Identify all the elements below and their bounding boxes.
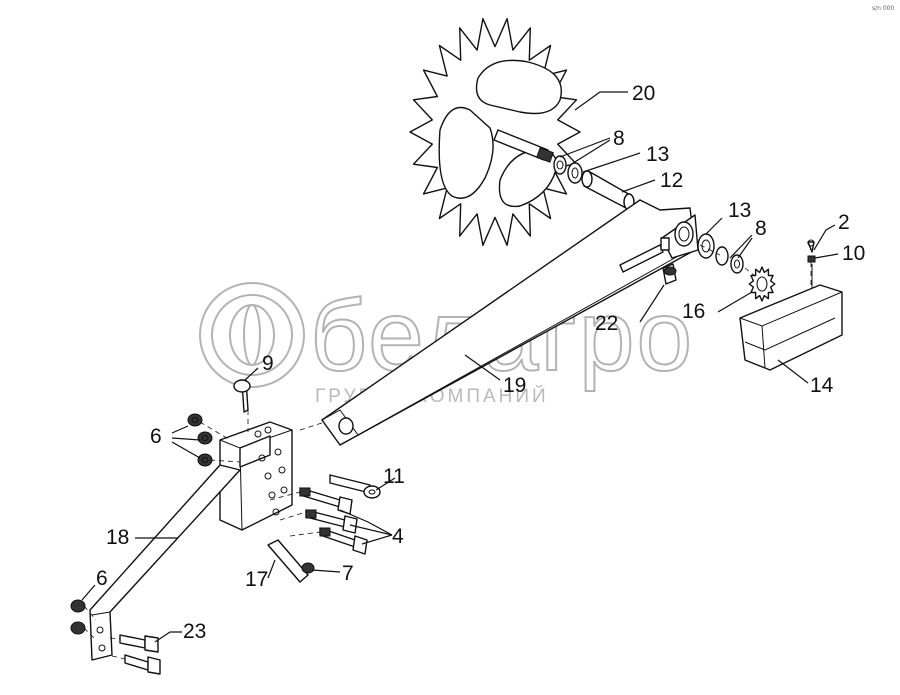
clip-10 <box>807 255 816 263</box>
callout-23: 23 <box>183 620 206 643</box>
guard-14 <box>739 239 843 371</box>
pin-2 <box>807 241 815 253</box>
nuts-6 <box>187 413 213 467</box>
callout-9: 9 <box>262 352 274 375</box>
wheel-hub-parts <box>553 155 635 211</box>
callout-13-right: 13 <box>728 199 751 222</box>
bracket-17 <box>267 539 315 583</box>
bolts-23 <box>119 634 161 675</box>
axle-thread <box>536 147 554 163</box>
bracket-body <box>219 421 293 531</box>
callout-19: 19 <box>503 374 526 397</box>
washer-8b-2 <box>730 254 744 274</box>
callout-8-top: 8 <box>613 127 625 150</box>
callout-8-right: 8 <box>755 217 767 240</box>
callouts: 20 8 13 12 13 8 2 10 22 16 14 19 9 6 11 … <box>96 82 865 643</box>
callout-11: 11 <box>383 465 405 488</box>
callout-7: 7 <box>342 562 354 585</box>
pin-11 <box>329 474 381 499</box>
callout-2: 2 <box>838 211 850 234</box>
bearing-13a <box>567 162 583 184</box>
callout-10: 10 <box>842 242 865 265</box>
arm-lug <box>660 237 670 251</box>
arm-19 <box>299 199 699 446</box>
callout-12: 12 <box>660 169 683 192</box>
watermark-logo-icon <box>199 282 305 388</box>
callout-22: 22 <box>595 312 618 335</box>
callout-6-bottom: 6 <box>96 567 108 590</box>
mount-bracket <box>219 379 293 531</box>
callout-6-top: 6 <box>150 425 162 448</box>
washer-8b-1 <box>715 246 729 266</box>
callout-17: 17 <box>245 568 268 591</box>
washer-8a <box>553 155 567 175</box>
bolts-4 <box>299 487 368 555</box>
wheel-window-top <box>475 59 562 115</box>
bearing-13b <box>697 233 715 259</box>
rod-body <box>89 464 241 661</box>
callout-18: 18 <box>106 526 129 549</box>
corner-mark: s/n 000 <box>872 5 894 12</box>
callout-20: 20 <box>632 82 655 105</box>
wheel-window-left <box>438 106 494 199</box>
arm-end-hole <box>338 417 354 435</box>
guard-body <box>739 284 843 371</box>
right-hub-parts <box>662 233 776 302</box>
leader-lines <box>81 91 839 643</box>
rod-18 <box>70 464 241 661</box>
star-wheel <box>409 18 581 246</box>
assembly-lines <box>83 244 812 660</box>
sprocket-16 <box>748 266 776 302</box>
callout-13-top: 13 <box>646 143 669 166</box>
ring-9 <box>233 379 251 393</box>
callout-14: 14 <box>810 374 834 397</box>
callout-4: 4 <box>392 525 404 548</box>
arm-slot <box>619 244 664 273</box>
callout-16: 16 <box>682 300 705 323</box>
bracket-plate <box>239 435 271 468</box>
